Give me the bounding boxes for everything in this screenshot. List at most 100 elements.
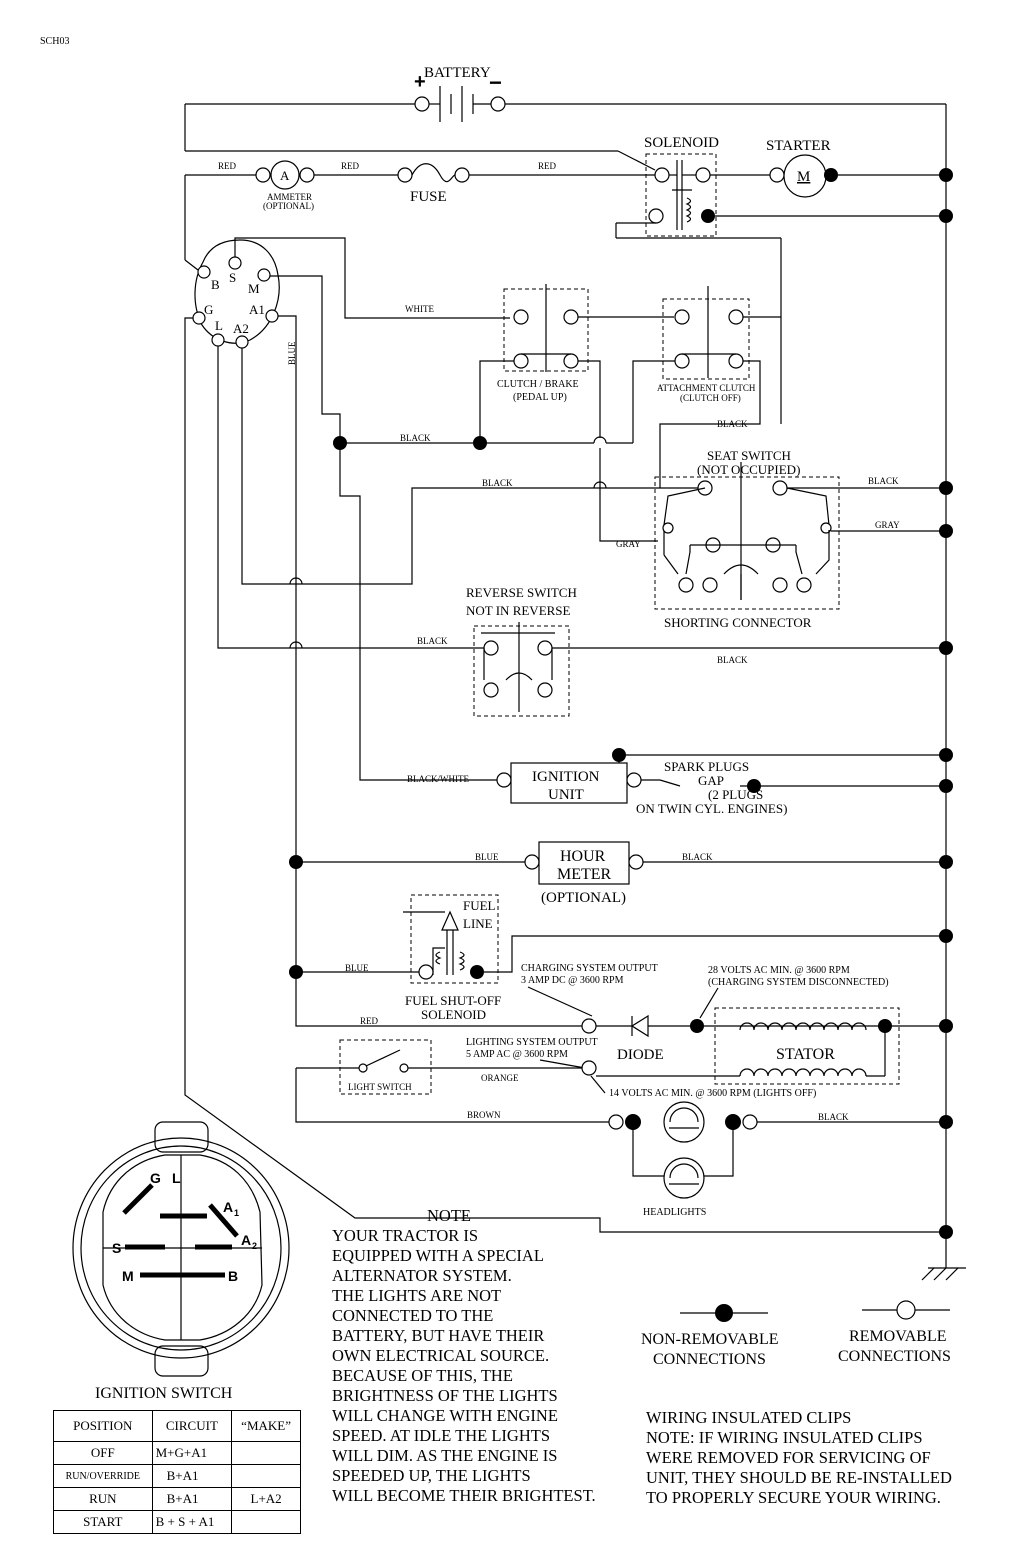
clips-note-block: WIRING INSULATED CLIPS NOTE: IF WIRING I… bbox=[646, 1408, 952, 1508]
battery-positive-sign: + bbox=[414, 71, 426, 93]
headlights-label: HEADLIGHTS bbox=[643, 1207, 706, 1218]
solenoid: SOLENOID bbox=[644, 135, 719, 237]
clutch-brake-state-label: (PEDAL UP) bbox=[513, 392, 567, 403]
wire-label-red-2: RED bbox=[341, 161, 360, 171]
table-cell-circuit: B+A1 bbox=[151, 1487, 233, 1511]
lighting-output-label: LIGHTING SYSTEM OUTPUT bbox=[466, 1037, 598, 1048]
face-label-a1: A bbox=[223, 1199, 233, 1215]
legend-non-removable-label-2: CONNECTIONS bbox=[653, 1351, 766, 1368]
terminal-a1: A1 bbox=[249, 302, 265, 317]
battery: + − BATTERY bbox=[184, 65, 946, 171]
ignition-unit-label-2: UNIT bbox=[548, 787, 584, 803]
table-row: START B + S + A1 bbox=[53, 1510, 301, 1534]
table-cell-circuit: B+A1 bbox=[151, 1464, 233, 1488]
table-header-position: POSITION bbox=[53, 1410, 153, 1442]
note-line: CONNECTED TO THE bbox=[332, 1306, 494, 1325]
legend-removable-label-2: CONNECTIONS bbox=[838, 1348, 951, 1365]
hour-meter-label-2: METER bbox=[557, 866, 612, 883]
table-cell-circuit: B + S + A1 bbox=[151, 1510, 233, 1534]
fuse-label: FUSE bbox=[410, 189, 447, 205]
solenoid-label: SOLENOID bbox=[644, 135, 719, 151]
spark-plugs-gap-label: GAP bbox=[698, 773, 724, 788]
table-cell-position: RUN/OVERRIDE bbox=[53, 1464, 153, 1488]
terminal-a2: A2 bbox=[233, 321, 249, 336]
legend-removable: REMOVABLE CONNECTIONS bbox=[838, 1300, 951, 1365]
ignition-unit: IGNITION UNIT bbox=[496, 762, 642, 804]
note-line: EQUIPPED WITH A SPECIAL bbox=[332, 1246, 544, 1265]
fuel-solenoid-label-2: SOLENOID bbox=[421, 1007, 486, 1022]
shorting-connector-label: SHORTING CONNECTOR bbox=[664, 615, 812, 630]
terminal-s: S bbox=[229, 270, 236, 285]
clips-note-line: WERE REMOVED FOR SERVICING OF bbox=[646, 1448, 931, 1467]
fuel-label: FUEL bbox=[463, 898, 496, 913]
attachment-clutch-switch: ATTACHMENT CLUTCH (CLUTCH OFF) bbox=[657, 286, 756, 403]
face-label-s: S bbox=[112, 1240, 121, 1256]
ammeter-label: AMMETER bbox=[267, 192, 312, 202]
table-row: RUN B+A1 L+A2 bbox=[53, 1487, 301, 1511]
reverse-switch-state-label: NOT IN REVERSE bbox=[466, 603, 571, 618]
reverse-switch: REVERSE SWITCH NOT IN REVERSE bbox=[466, 585, 577, 717]
note-line: BATTERY, BUT HAVE THEIR bbox=[332, 1326, 545, 1345]
wire-label-blue-hour: BLUE bbox=[475, 852, 499, 862]
ammeter-symbol: A bbox=[280, 168, 290, 183]
diode-label: DIODE bbox=[617, 1047, 664, 1063]
stator-label: STATOR bbox=[776, 1046, 835, 1063]
doc-id: SCH03 bbox=[40, 36, 69, 47]
ignition-switch-face: G L A 1 S A 2 M B bbox=[72, 1121, 290, 1377]
battery-negative-sign: − bbox=[489, 70, 502, 95]
stator: STATOR bbox=[714, 1007, 900, 1085]
ammeter: A AMMETER (OPTIONAL) bbox=[184, 160, 315, 260]
hour-meter: HOUR METER (OPTIONAL) bbox=[524, 841, 644, 906]
table-row: RUN/OVERRIDE B+A1 bbox=[53, 1464, 301, 1488]
wire-label-white: WHITE bbox=[405, 304, 434, 314]
note-line: THE LIGHTS ARE NOT bbox=[332, 1286, 502, 1305]
fuel-shutoff-solenoid: FUEL LINE FUEL SHUT-OFF SOLENOID bbox=[403, 894, 501, 1022]
note-line: BECAUSE OF THIS, THE bbox=[332, 1366, 513, 1385]
note-line: WILL DIM. AS THE ENGINE IS bbox=[332, 1446, 558, 1465]
spark-plugs: SPARK PLUGS GAP (2 PLUGS ON TWIN CYL. EN… bbox=[636, 759, 787, 816]
table-header-circuit: CIRCUIT bbox=[151, 1410, 233, 1442]
starter-label: STARTER bbox=[766, 138, 831, 154]
clutch-brake-switch: CLUTCH / BRAKE (PEDAL UP) bbox=[497, 284, 589, 403]
wire-label-brown: BROWN bbox=[467, 1110, 501, 1120]
wire-label-black-attachment: BLACK bbox=[717, 419, 748, 429]
clutch-brake-label: CLUTCH / BRAKE bbox=[497, 379, 579, 390]
wire-label-blue-vertical: BLUE bbox=[287, 341, 297, 365]
spark-plugs-twin-label: ON TWIN CYL. ENGINES) bbox=[636, 801, 787, 816]
light-switch-label: LIGHT SWITCH bbox=[348, 1082, 412, 1092]
volts28-note-label: (CHARGING SYSTEM DISCONNECTED) bbox=[708, 977, 889, 988]
table-cell-make: L+A2 bbox=[231, 1487, 301, 1511]
light-switch: LIGHT SWITCH bbox=[296, 1039, 432, 1095]
ammeter-optional-label: (OPTIONAL) bbox=[263, 201, 314, 211]
wire-label-black-reverse-2: BLACK bbox=[717, 655, 748, 665]
legend-non-removable: NON-REMOVABLE CONNECTIONS bbox=[641, 1304, 778, 1368]
ignition-switch-connector: B S M G A1 L A2 bbox=[192, 239, 280, 349]
terminal-g: G bbox=[204, 302, 213, 317]
wire-label-blue-fuel: BLUE bbox=[345, 963, 369, 973]
clips-note-line: UNIT, THEY SHOULD BE RE-INSTALLED bbox=[646, 1468, 952, 1487]
table-cell-position: START bbox=[53, 1510, 153, 1534]
reverse-switch-label: REVERSE SWITCH bbox=[466, 585, 577, 600]
terminal-m: M bbox=[248, 281, 260, 296]
table-cell-make bbox=[231, 1510, 301, 1534]
note-line: ALTERNATOR SYSTEM. bbox=[332, 1266, 512, 1285]
legend-non-removable-label: NON-REMOVABLE bbox=[641, 1331, 778, 1348]
battery-label: BATTERY bbox=[424, 65, 491, 81]
note-title: NOTE bbox=[427, 1206, 471, 1225]
fuel-line-label: LINE bbox=[463, 916, 493, 931]
headlights: HEADLIGHTS bbox=[608, 1101, 758, 1218]
starter-symbol: M bbox=[797, 169, 810, 185]
table-cell-position: OFF bbox=[53, 1441, 153, 1465]
face-label-a2: A bbox=[241, 1232, 251, 1248]
note-line: BRIGHTNESS OF THE LIGHTS bbox=[332, 1386, 558, 1405]
clips-note-line: NOTE: IF WIRING INSULATED CLIPS bbox=[646, 1428, 923, 1447]
hour-meter-optional-label: (OPTIONAL) bbox=[541, 890, 626, 906]
clips-note-line: WIRING INSULATED CLIPS bbox=[646, 1408, 852, 1427]
wire-label-black-headlight: BLACK bbox=[818, 1112, 849, 1122]
face-label-m: M bbox=[122, 1268, 134, 1284]
face-label-b: B bbox=[228, 1268, 238, 1284]
table-cell-make bbox=[231, 1441, 301, 1465]
lighting-output-rating-label: 5 AMP AC @ 3600 RPM bbox=[466, 1049, 568, 1060]
note-line: SPEEDED UP, THE LIGHTS bbox=[332, 1466, 531, 1485]
note-line: WILL CHANGE WITH ENGINE bbox=[332, 1406, 558, 1425]
